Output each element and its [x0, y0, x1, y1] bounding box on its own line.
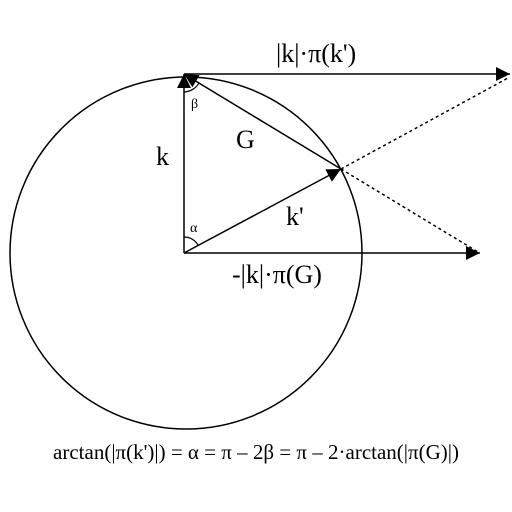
dotted-line-upper [340, 77, 509, 170]
label-bottom-vector: -|k|·π(G) [232, 260, 322, 289]
label-alpha: α [190, 221, 198, 236]
label-beta: β [191, 97, 198, 112]
formula: arctan(|π(k')|) = α = π – 2β = π – 2·arc… [53, 440, 459, 464]
label-k-prime: k' [286, 202, 304, 231]
label-g: G [236, 125, 255, 154]
vector-g-arrow [183, 73, 342, 170]
dotted-line-lower [340, 168, 479, 253]
angle-alpha-arc [183, 236, 199, 246]
label-k: k [156, 142, 169, 171]
vector-k-prime-arrow [183, 168, 342, 254]
label-top-vector: |k|·π(k') [276, 39, 356, 68]
angle-beta-arc [183, 82, 200, 93]
